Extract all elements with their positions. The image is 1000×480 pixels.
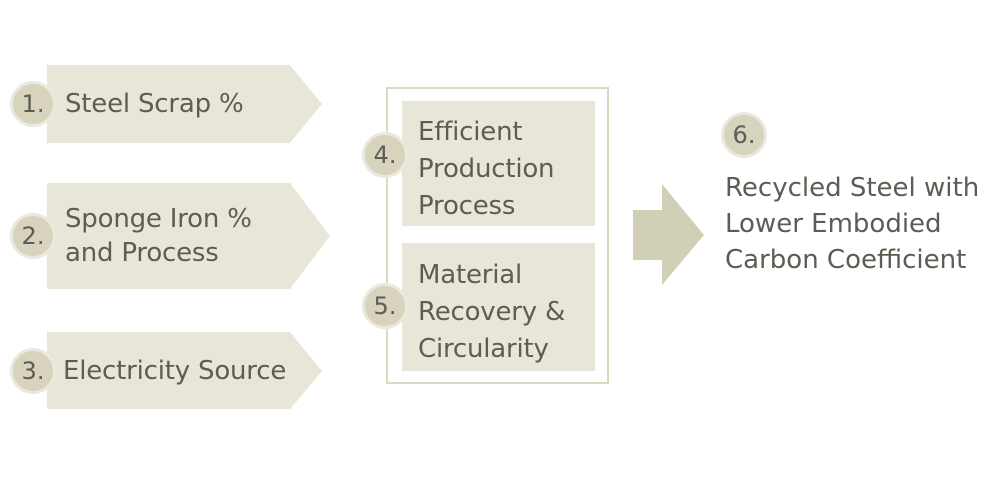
input-chevron-1 — [47, 65, 322, 143]
process-label-4: Efficient Production Process — [418, 114, 555, 225]
input-label-1-line-1: Steel Scrap % — [65, 89, 244, 119]
input-chevron-2 — [47, 183, 330, 289]
process-box-4 — [402, 101, 595, 226]
process-label-5: Material Recovery & Circularity — [418, 257, 565, 368]
process-label-4-line-3: Process — [418, 191, 516, 221]
input-label-3: Electricity Source — [63, 354, 286, 388]
process-label-4-line-2: Production — [418, 154, 555, 184]
result-label-line-1: Recycled Steel with — [725, 173, 980, 203]
result-label: Recycled Steel with Lower Embodied Carbo… — [725, 170, 979, 278]
result-badge-6: 6. — [721, 112, 767, 158]
input-label-2-line-2: and Process — [65, 238, 219, 268]
process-label-5-line-1: Material — [418, 260, 523, 290]
input-badge-3: 3. — [10, 348, 56, 394]
result-arrow — [633, 184, 704, 285]
process-badge-4: 4. — [362, 132, 408, 178]
process-box-5 — [402, 243, 595, 371]
input-label-1: Steel Scrap % — [65, 87, 244, 121]
process-label-5-line-3: Circularity — [418, 334, 549, 364]
input-badge-2: 2. — [10, 213, 56, 259]
input-label-3-line-1: Electricity Source — [63, 356, 287, 386]
input-chevron-3 — [47, 332, 322, 409]
process-label-4-line-1: Efficient — [418, 117, 523, 147]
input-label-2-line-1: Sponge Iron % — [65, 204, 252, 234]
result-label-line-2: Lower Embodied — [725, 209, 942, 239]
input-badge-1: 1. — [10, 81, 56, 127]
process-badge-5: 5. — [362, 283, 408, 329]
result-label-line-3: Carbon Coefficient — [725, 245, 967, 275]
process-label-5-line-2: Recovery & — [418, 297, 566, 327]
input-label-2: Sponge Iron % and Process — [65, 202, 252, 270]
